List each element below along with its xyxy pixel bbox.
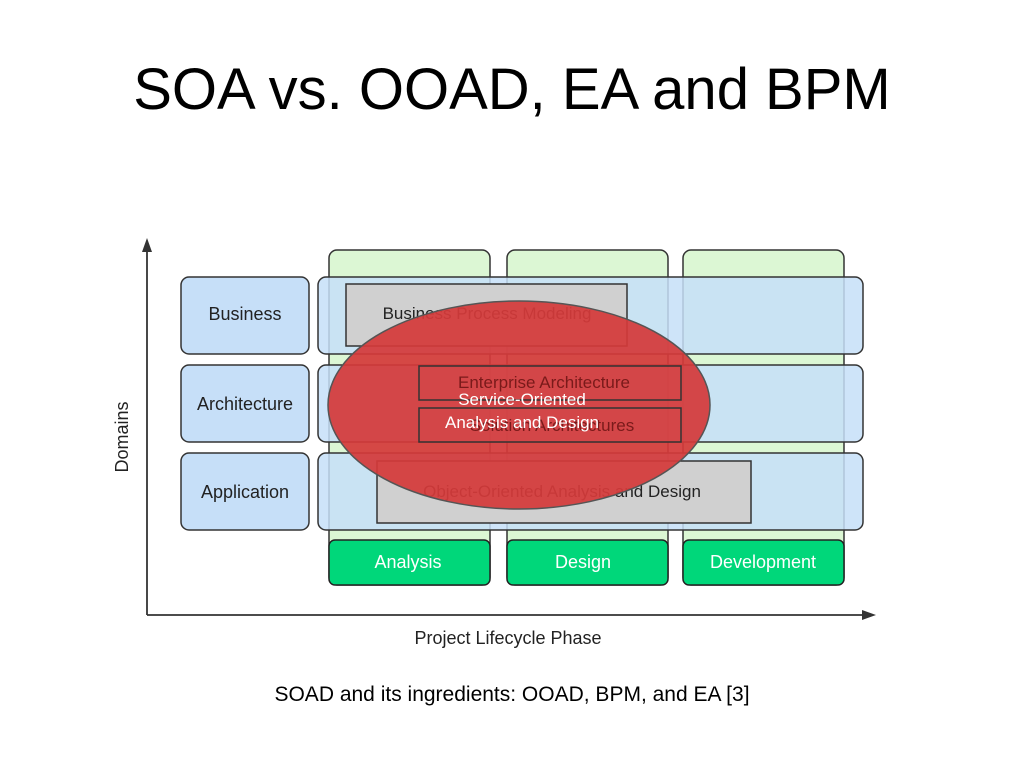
x-axis-arrowhead <box>862 610 876 620</box>
architecture-boxes: Enterprise Architecture Solution Archite… <box>418 365 682 443</box>
ea-box <box>418 365 682 401</box>
ea-label: Enterprise Architecture <box>458 373 630 392</box>
solution-arch-label: Solution Architectures <box>470 416 634 435</box>
soad-label-line1: Service-Oriented <box>458 390 586 409</box>
soad-ellipse <box>327 300 711 510</box>
slide-title: SOA vs. OOAD, EA and BPM <box>133 57 891 122</box>
phase-label-development: Development <box>710 552 816 572</box>
solution-arch-box <box>418 407 682 443</box>
domain-label-application: Application <box>201 482 289 502</box>
phase-box-design <box>506 539 669 586</box>
axes: Domains Project Lifecycle Phase <box>112 238 876 648</box>
figure-caption: SOAD and its ingredients: OOAD, BPM, and… <box>274 683 750 706</box>
phase-box-development <box>682 539 845 586</box>
x-axis-label: Project Lifecycle Phase <box>414 628 601 648</box>
domain-box-architecture <box>180 364 310 443</box>
domain-labels: Business Architecture Application <box>180 276 310 531</box>
phase-label-design: Design <box>555 552 611 572</box>
phase-box-analysis <box>328 539 491 586</box>
domain-label-business: Business <box>208 304 281 324</box>
phase-label-analysis: Analysis <box>374 552 441 572</box>
domain-box-business <box>180 276 310 355</box>
domain-label-architecture: Architecture <box>197 394 293 414</box>
domain-box-application <box>180 452 310 531</box>
soad-label-line2: Analysis and Design <box>445 413 599 432</box>
y-axis-arrowhead <box>142 238 152 252</box>
y-axis-label: Domains <box>112 401 132 472</box>
phase-labels: Analysis Design Development <box>328 539 845 586</box>
